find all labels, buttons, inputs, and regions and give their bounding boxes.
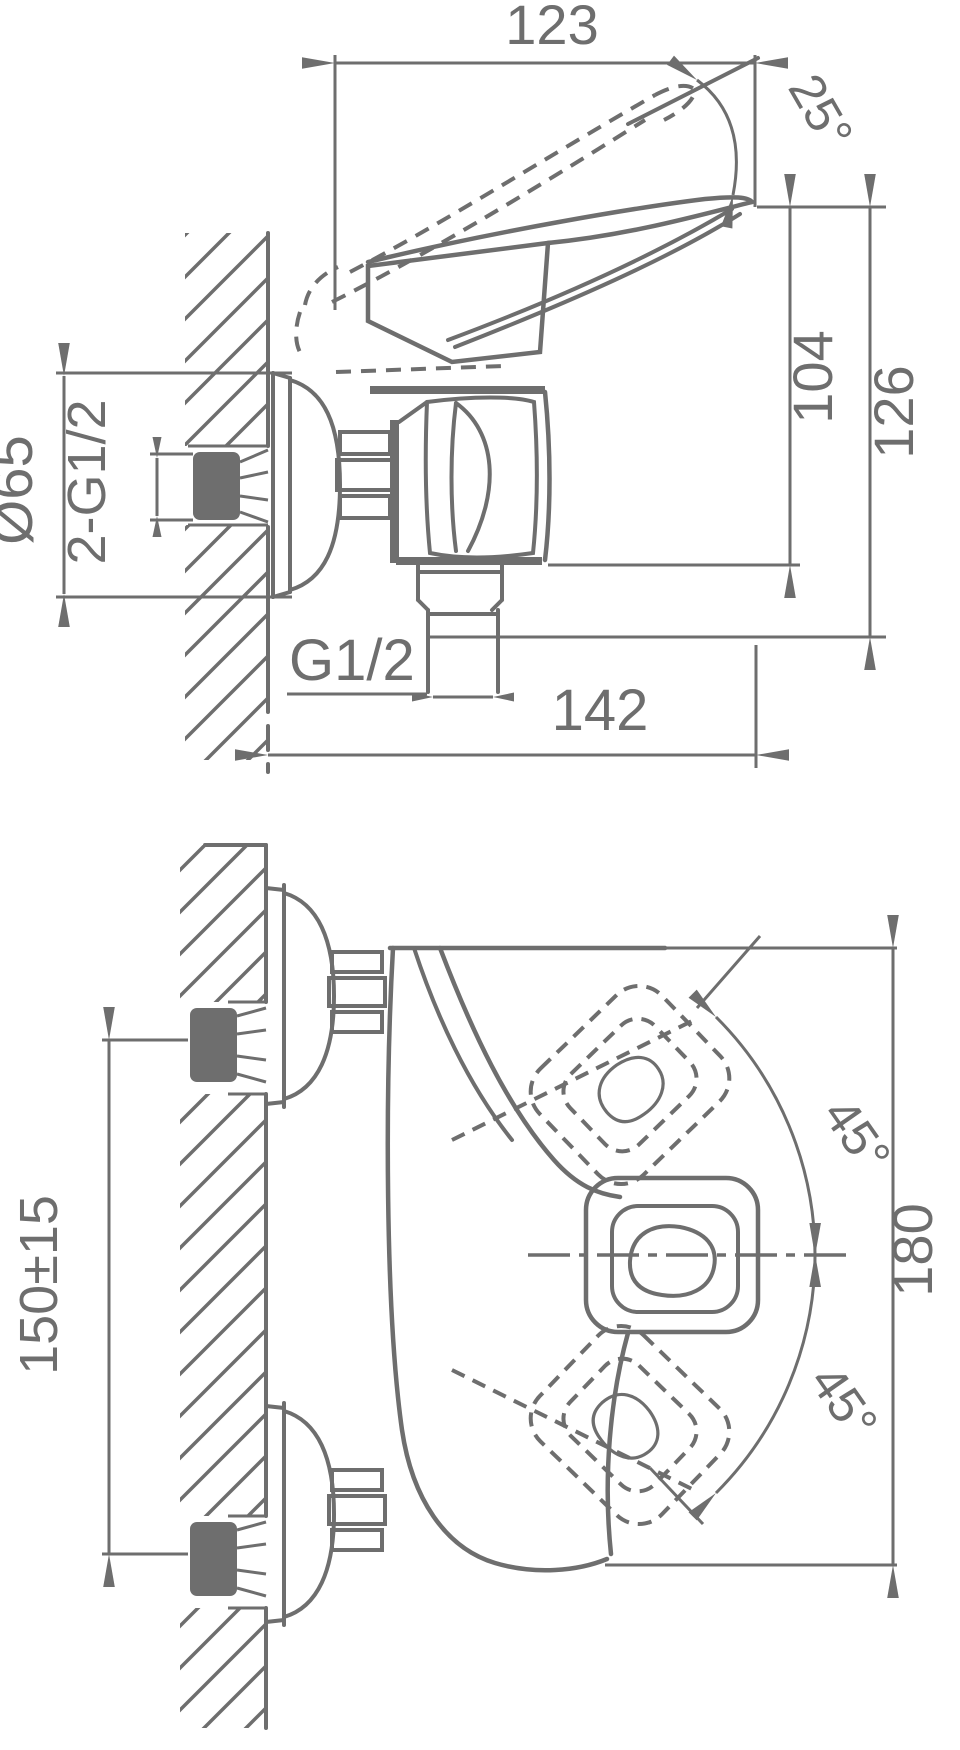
dim-height-104: 104 (548, 174, 886, 598)
faucet-body-front (385, 945, 668, 1573)
escutcheon-dome (288, 378, 343, 592)
handle-front-45-up (451, 983, 732, 1187)
dim-spacing-150-label: 150±15 (9, 1195, 69, 1375)
body-front-panel (423, 395, 539, 560)
faucet-body (370, 386, 552, 565)
side-view: 123 25° 104 126 Ø65 2-G1/2 (0, 0, 925, 774)
handle-lever-raised-dashed (294, 56, 760, 359)
dim-width-123-label: 123 (505, 0, 598, 56)
escutcheon-top-front (264, 883, 337, 1109)
anchor-block (193, 452, 240, 520)
dim-depth-142-label: 142 (552, 678, 649, 743)
dim-depth-142: 142 (235, 645, 789, 768)
dim-height-126-label: 126 (862, 365, 925, 458)
connector-threads-top (327, 950, 387, 1034)
dim-thread-g12-label: G1/2 (289, 628, 415, 693)
handle-base-cap (335, 240, 551, 374)
handle-lever-solid (365, 195, 755, 349)
dim-height-126: 126 (498, 174, 925, 670)
dim-height-180-label: 180 (881, 1203, 944, 1296)
dim-angle-25: 25° (667, 55, 864, 229)
dim-spacing-150: 150±15 (9, 1007, 188, 1587)
dim-diameter-65-label: Ø65 (0, 435, 45, 545)
dim-angle-45-upper-label: 45° (812, 1088, 901, 1182)
escutcheon (271, 371, 343, 599)
connector-threads (335, 430, 395, 520)
dim-height-180: 180 (605, 915, 944, 1598)
dim-diameter-65: Ø65 2-G1/2 (0, 343, 292, 627)
dim-angle-45-lower-label: 45° (799, 1355, 888, 1449)
dim-thread-g12: G1/2 (287, 628, 514, 702)
mounting-anchor-top (190, 1000, 267, 1096)
front-view: 45° 45° 150±15 180 (9, 843, 944, 1730)
mounting-anchor-bottom (190, 1514, 267, 1610)
dim-angle-45-upper: 45° (688, 935, 902, 1288)
dim-thread-2g12-label: 2-G1/2 (57, 399, 117, 564)
dim-angle-25-label: 25° (778, 65, 864, 158)
connector-threads-bottom (327, 1468, 387, 1552)
outlet-pipe (416, 563, 504, 694)
mounting-anchor (150, 437, 269, 537)
handle-front-45-down (451, 1323, 732, 1527)
escutcheon-bottom-front (264, 1401, 337, 1627)
dim-height-104-label: 104 (781, 330, 844, 423)
